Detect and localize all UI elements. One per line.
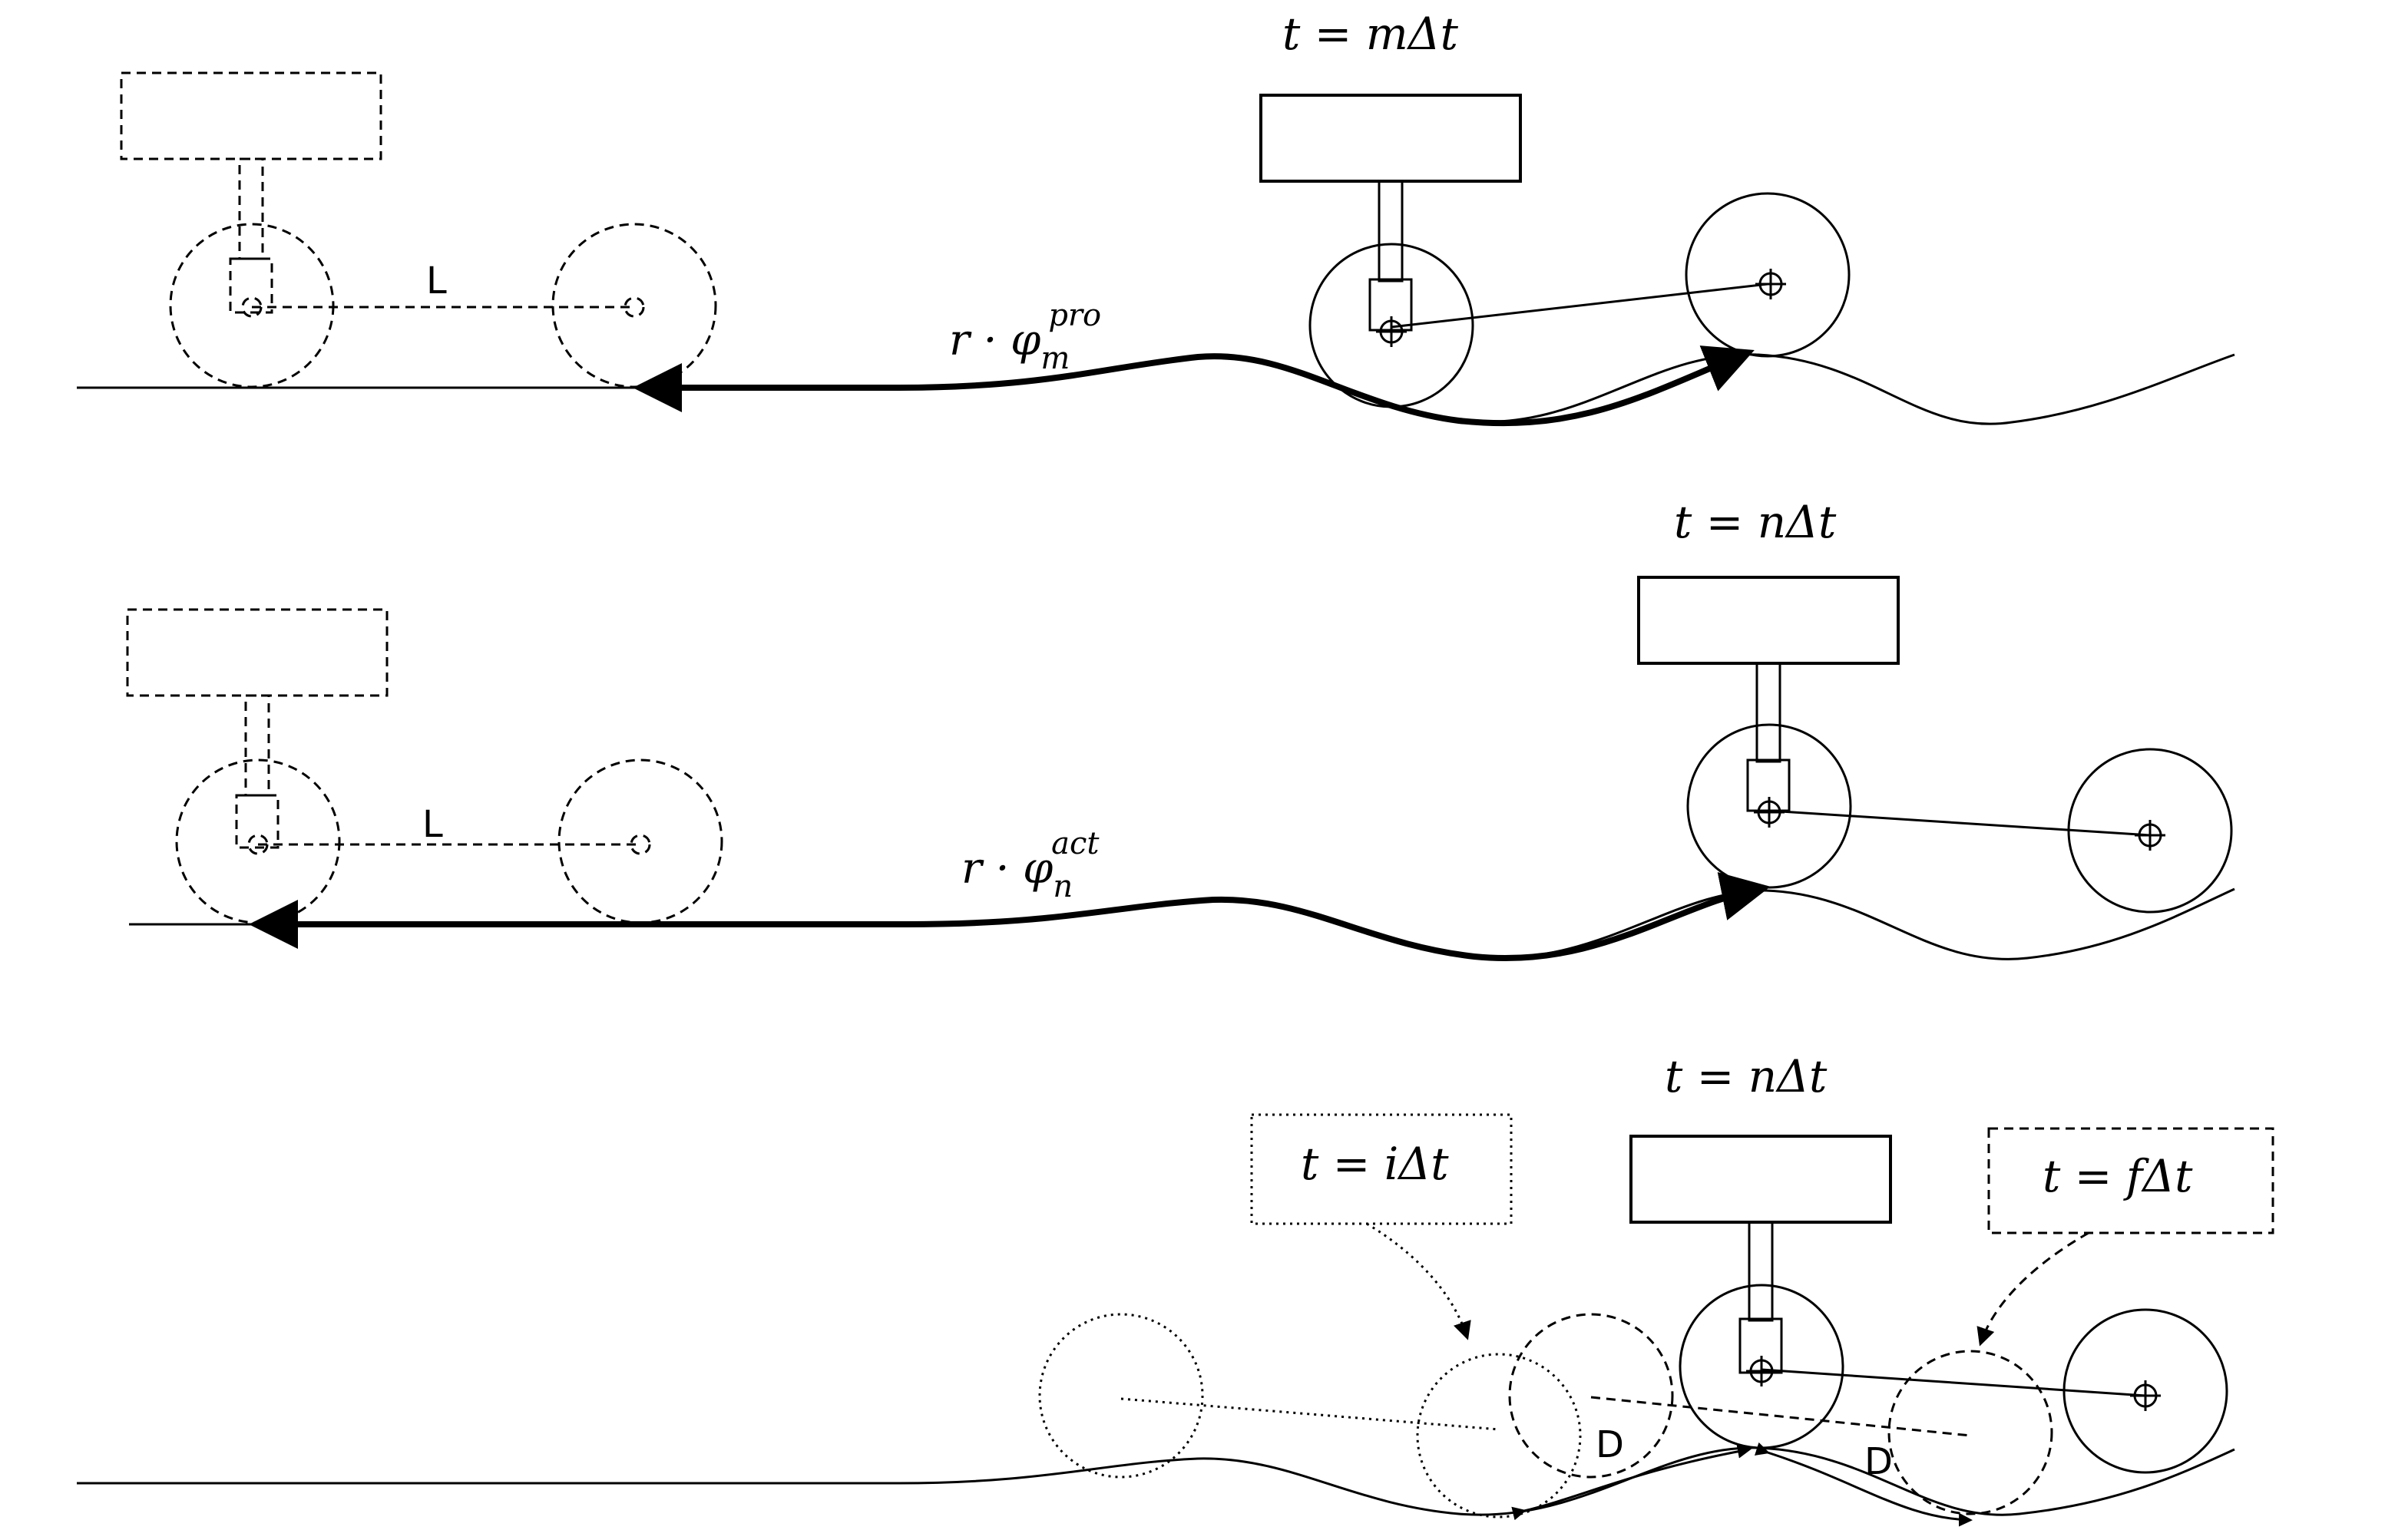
arc-label-subscript: n [1053,869,1073,904]
ghost-strut [238,157,264,260]
initial-time-label: t = iΔt [1301,1138,1449,1190]
initial-time-box [1250,1113,1513,1225]
vehicle-strut [1378,180,1404,283]
ghost-rear-center-icon [624,296,645,318]
ghost-front-wheel [175,758,341,924]
final-axle-link [1590,1396,1971,1437]
time-label: t = nΔt [1674,496,1837,548]
initial-callout-arrow [1366,1222,1471,1340]
vehicle-body [1629,1135,1892,1224]
crosshair-icon [1755,269,1786,299]
crosshair-icon [2135,820,2165,851]
arc-label: r · φm pro [949,298,1101,376]
front-wheel [1308,243,1474,408]
ghost-hub [235,794,280,849]
initial-front-wheel [1416,1353,1582,1519]
panel-3: D D t = iΔt t = fΔt t = nΔt [77,1050,2274,1527]
final-time-box [1987,1127,2274,1234]
initial-axle-link [1120,1397,1500,1431]
arc-label-superscript: act [1051,826,1100,861]
offset-arrow-final [1754,1442,1973,1527]
ghost-rear-wheel [557,758,723,924]
ghost-vehicle: L [120,71,717,388]
arc-label: r · φn act [961,826,1100,904]
ghost-front-center-icon [241,296,263,318]
vehicle [1629,1135,2228,1474]
vehicle-body [1637,576,1900,665]
crosshair-icon [1746,1356,1777,1386]
final-front-wheel [1887,1350,2053,1515]
final-callout-arrow [1976,1231,2089,1347]
time-label: t = mΔt [1282,8,1459,60]
initial-time-callout: t = iΔt [1250,1113,1513,1340]
ghost-rear-wheel [551,223,717,388]
initial-rear-wheel [1038,1313,1204,1479]
arc-label-subscript: m [1040,341,1070,376]
arc-length-arrow [905,872,1771,962]
panel-2: L t = nΔt r · φn act [126,496,2235,962]
initial-pose [1038,1313,1582,1519]
rear-wheel [1685,192,1851,358]
ghost-strut [244,694,270,797]
axle-link [1391,283,1768,329]
axle-link [1761,1368,2146,1397]
panel-1: L t = mΔt r · φm pro [77,8,2235,427]
offset-label: D [1864,1440,1893,1483]
axle-link [1768,809,2151,837]
crosshair-icon [2130,1380,2161,1411]
vehicle [1259,94,1851,408]
final-time-label: t = fΔt [2043,1150,2193,1202]
vehicle-strut [1748,1221,1774,1322]
ghost-vehicle: L [126,608,723,924]
crosshair-icon [1376,316,1407,347]
arc-length-arrow [898,345,1755,427]
arc-label-base: r · φ [949,316,1040,365]
distance-label: L [422,803,443,846]
ghost-body [126,608,389,697]
crosshair-icon [1754,797,1785,828]
vehicle-body [1259,94,1522,183]
front-wheel [1686,723,1852,889]
final-time-callout: t = fΔt [1976,1127,2274,1347]
offset-arrow-initial [1511,1444,1752,1521]
ghost-body [120,71,382,160]
ground-line [77,1446,2235,1516]
vehicle [1637,576,2233,914]
final-rear-wheel [1508,1313,1674,1479]
vehicle-strut [1755,662,1781,763]
ghost-hub [229,257,273,314]
distance-label: L [426,259,447,302]
ghost-front-center-icon [247,834,269,855]
offset-label: D [1596,1423,1624,1466]
ghost-front-wheel [169,223,335,388]
arc-label-superscript: pro [1048,298,1101,333]
ghost-rear-center-icon [630,834,651,855]
time-label: t = nΔt [1665,1050,1828,1102]
arc-label-base: r · φ [961,844,1053,894]
